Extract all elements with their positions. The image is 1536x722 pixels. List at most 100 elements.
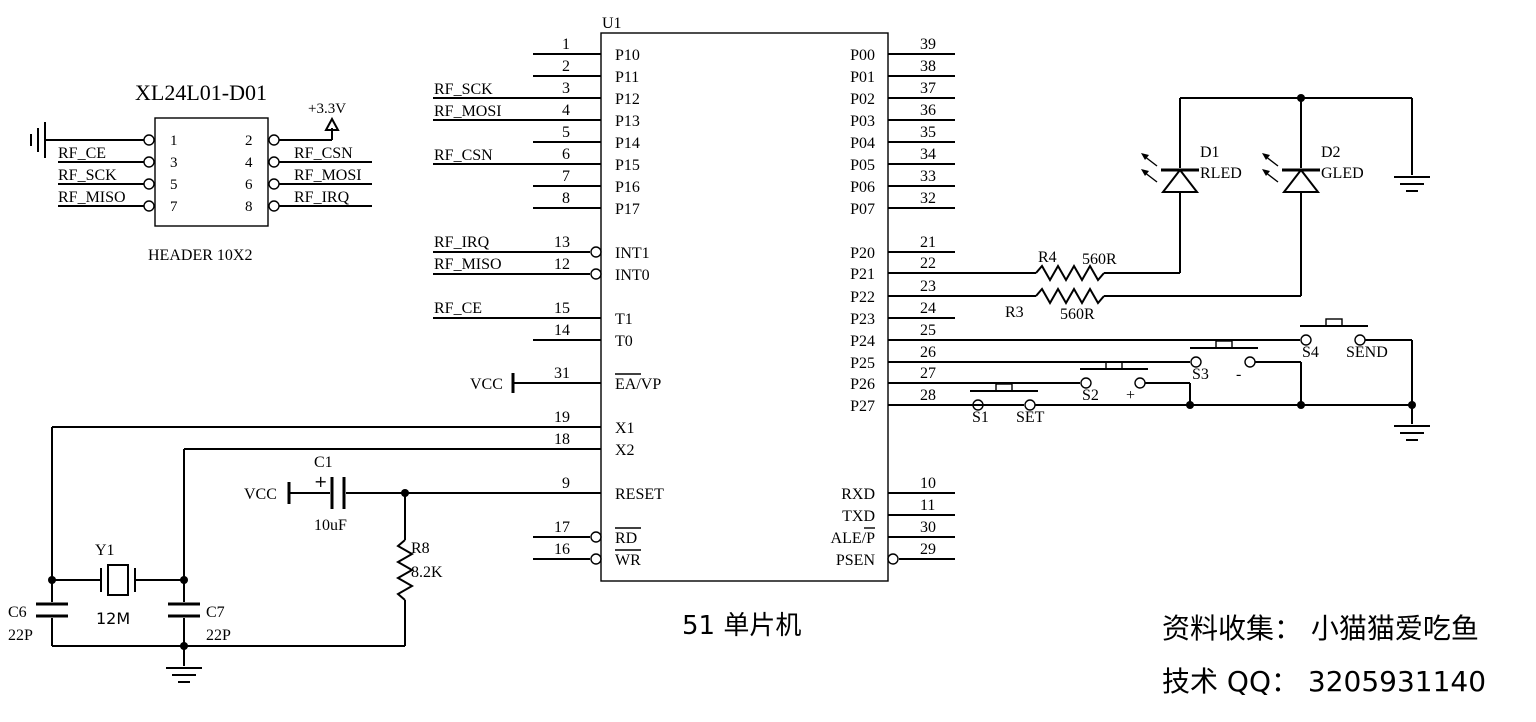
y1-value: 12M [96, 609, 130, 628]
net-label-rf-csn: RF_CSN [434, 147, 493, 164]
d2-name: GLED [1321, 165, 1364, 182]
pin-number: 10 [920, 475, 936, 492]
pushbutton-s3-cap [1215, 340, 1233, 349]
switch-section: S4 SEND S3 - S2 + S1 SET [888, 318, 1430, 441]
rf-pin-bubble [143, 156, 155, 168]
rf-pin-bubble [268, 200, 280, 212]
pin-name: P01 [850, 69, 875, 86]
net-label-rf-irq: RF_IRQ [434, 234, 490, 251]
rf-pin-1: 1 [170, 133, 178, 149]
s1-ref: S1 [972, 409, 989, 426]
pin-number: 1 [562, 36, 570, 53]
credits-line-1: 资料收集： 小猫猫爱吃鱼 [1162, 612, 1479, 645]
pin-number: 19 [554, 409, 570, 426]
pin-name: P12 [615, 91, 640, 108]
pin-name: RESET [615, 486, 664, 503]
pin-number: 5 [562, 124, 570, 141]
pin-name: P00 [850, 47, 875, 64]
pin-name: RXD [841, 486, 875, 503]
pin-number: 4 [562, 102, 570, 119]
pin-number: 37 [920, 80, 936, 97]
led-section: D1 RLED D2 GLED R4 560R R3 560R [888, 94, 1430, 323]
pin-number: 27 [920, 365, 936, 382]
rf-pin-bubble [268, 134, 280, 146]
d1-ref: D1 [1200, 144, 1220, 161]
light-emission-icon [1262, 153, 1279, 183]
rf-module-body [154, 117, 269, 227]
s3-label: - [1236, 366, 1241, 383]
pin-name: WR [615, 552, 641, 569]
s3-ref: S3 [1192, 366, 1209, 383]
net-label-rf-ce: RF_CE [434, 300, 482, 317]
pin-name: P22 [850, 289, 875, 306]
pushbutton-s1-cap [995, 383, 1013, 392]
pin-name: P03 [850, 113, 875, 130]
junction-dot [48, 576, 56, 584]
pin-bubble [590, 246, 602, 258]
pin-number: 34 [920, 146, 936, 163]
pin-name: P07 [850, 201, 875, 218]
pin-number: 26 [920, 344, 936, 361]
pin-number: 13 [554, 234, 570, 251]
rf-pin-bubble [143, 134, 155, 146]
junction-dot [180, 576, 188, 584]
pin-number: 11 [920, 497, 935, 514]
ground-icon [166, 667, 202, 683]
switch-contact [1134, 377, 1146, 389]
net-label-rf-sck: RF_SCK [434, 81, 493, 98]
mcu-body [600, 32, 889, 582]
pin-number: 30 [920, 519, 936, 536]
pin-name: P04 [850, 135, 875, 152]
pin-name: ALE/P [831, 530, 876, 547]
mcu-net-labels: RF_SCK RF_MOSI RF_CSN RF_IRQ RF_MISO RF_… [433, 81, 601, 393]
switch-contact [1190, 356, 1202, 368]
pushbutton-s4-cap [1325, 318, 1343, 327]
power-arrow-icon [324, 116, 340, 131]
pin-number: 25 [920, 322, 936, 339]
crystal-y1-body [107, 564, 129, 596]
c1-ref: C1 [314, 454, 333, 471]
c7-ref: C7 [206, 604, 225, 621]
rf-net-ce: RF_CE [58, 145, 106, 162]
rf-module: XL24L01-D01 HEADER 10X2 1 3 5 7 2 4 6 8 … [30, 80, 372, 264]
pin-number: 38 [920, 58, 936, 75]
s4-label: SEND [1346, 344, 1388, 361]
pin-number: 14 [554, 322, 570, 339]
pin-name: INT1 [615, 245, 650, 262]
credits: 资料收集： 小猫猫爱吃鱼 技术 QQ： 3205931140 [1162, 612, 1486, 698]
resistor-r4-icon [1035, 263, 1105, 283]
c7-value: 22P [206, 627, 231, 644]
led-d2-icon [1281, 168, 1321, 193]
pin-number: 2 [562, 58, 570, 75]
pin-number: 16 [554, 541, 570, 558]
junction-dot [1297, 401, 1305, 409]
pin-name: P02 [850, 91, 875, 108]
pushbutton-s2-cap [1105, 361, 1123, 370]
pin-name: INT0 [615, 267, 650, 284]
rf-net-csn: RF_CSN [294, 145, 353, 162]
pin-number: 22 [920, 255, 936, 272]
resistor-r8-icon [395, 539, 415, 601]
rf-pin-5: 5 [170, 177, 178, 193]
pin-number: 3 [562, 80, 570, 97]
rf-pin-7: 7 [170, 199, 178, 215]
pin-number: 7 [562, 168, 570, 185]
pin-name: P13 [615, 113, 640, 130]
pin-number: 36 [920, 102, 936, 119]
rf-pin-3: 3 [170, 155, 178, 171]
pin-number: 24 [920, 300, 936, 317]
